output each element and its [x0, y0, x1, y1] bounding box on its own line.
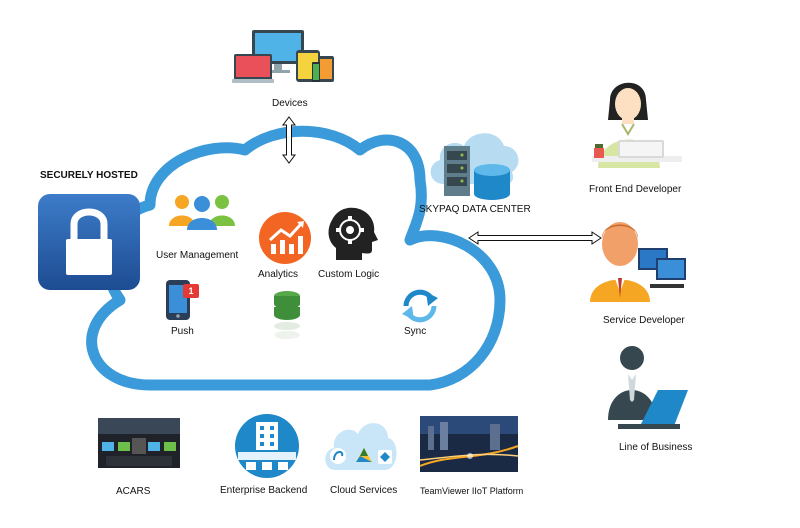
service-developer-icon	[590, 222, 686, 302]
devices-cloud-arrow	[282, 116, 296, 164]
line-of-business-icon	[608, 346, 688, 429]
enterprise-backend-icon	[235, 414, 299, 478]
devices-icon	[232, 30, 334, 83]
devices-label: Devices	[272, 98, 308, 109]
teamviewer-iiot-image	[420, 416, 518, 472]
database-icon	[274, 291, 300, 339]
line-of-business-label: Line of Business	[619, 442, 693, 453]
custom-logic-head-gear-icon	[328, 207, 378, 260]
securely-hosted-label: SECURELY HOSTED	[40, 170, 138, 181]
service-developer-label: Service Developer	[603, 315, 685, 326]
user-management-icon	[169, 195, 235, 230]
cloud-developer-arrow	[468, 231, 602, 245]
cloud-services-label: Cloud Services	[330, 485, 398, 496]
data-center-icon	[430, 133, 519, 200]
data-center-label: SKYPAQ DATA CENTER	[419, 204, 531, 215]
analytics-icon	[259, 212, 311, 264]
acars-cockpit-image	[98, 418, 180, 468]
push-label: Push	[171, 326, 194, 337]
acars-label: ACARS	[116, 486, 151, 497]
sync-icon	[402, 289, 438, 323]
enterprise-backend-label: Enterprise Backend	[220, 485, 308, 496]
analytics-label: Analytics	[258, 269, 299, 280]
front-end-developer-label: Front End Developer	[589, 184, 682, 195]
user-management-label: User Management	[156, 250, 239, 261]
push-notification-badge: 1	[183, 284, 199, 298]
front-end-developer-icon	[592, 82, 682, 168]
push-phone-icon	[166, 280, 190, 320]
sync-label: Sync	[404, 326, 427, 337]
lock-icon	[38, 194, 140, 290]
cloud-services-icon	[325, 423, 397, 470]
teamviewer-iiot-label: TeamViewer IIoT Platform	[420, 486, 524, 496]
custom-logic-label: Custom Logic	[318, 269, 380, 280]
